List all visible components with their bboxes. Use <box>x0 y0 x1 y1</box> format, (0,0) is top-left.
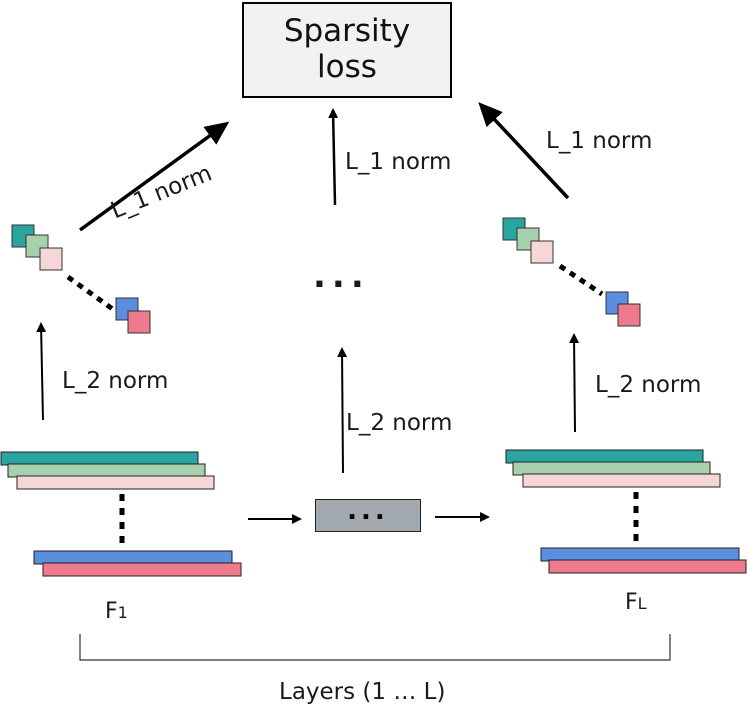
arrow-l2-middle <box>337 347 348 474</box>
square-rose <box>617 303 641 327</box>
diagonal-dots <box>558 263 604 297</box>
sparsity-loss-line1: Sparsity <box>283 13 411 50</box>
sparsity-loss-box: Sparsity loss <box>242 2 452 98</box>
feature-bar-sage <box>7 463 206 478</box>
square-pink <box>39 247 63 271</box>
layers-axis-label: Layers (1 … L) <box>279 679 446 705</box>
feature-bar-blue <box>33 550 233 565</box>
square-pink <box>530 240 554 264</box>
label-l1-middle: L_1 norm <box>345 149 452 175</box>
intermediate-layers-box: ... <box>315 495 421 532</box>
feature-bar-blue <box>540 547 740 562</box>
arrow-l1-left <box>78 121 230 232</box>
feature-bar-sage <box>512 461 711 476</box>
feature-bar-teal <box>505 449 704 464</box>
norm-vector-right <box>502 217 641 327</box>
label-l2-right: L_2 norm <box>595 372 702 398</box>
feature-label-last-sub: L <box>637 594 647 613</box>
label-l2-left: L_2 norm <box>62 368 169 394</box>
sparsity-loss-line2: loss <box>317 49 377 85</box>
feature-bar-rose <box>548 559 747 574</box>
diagonal-dots <box>66 274 116 313</box>
arrow-l1-middle <box>328 108 339 206</box>
feature-label-first: F1 <box>105 601 128 623</box>
feature-label-last-base: F <box>625 590 638 615</box>
arrow-l1-right <box>478 102 570 200</box>
norm-ellipsis: ... <box>313 256 370 296</box>
square-rose <box>127 310 151 334</box>
label-l2-middle: L_2 norm <box>346 410 453 436</box>
feature-stack-last <box>505 449 747 574</box>
arrow-l2-right <box>569 333 580 433</box>
feature-bar-pink <box>16 475 215 490</box>
feature-label-first-base: F <box>105 599 118 624</box>
label-l1-right: L_1 norm <box>546 128 653 154</box>
feature-label-first-sub: 1 <box>117 603 128 622</box>
intermediate-layers-ellipsis: ... <box>347 495 389 526</box>
feature-bar-pink <box>522 473 721 488</box>
feature-bar-rose <box>42 562 242 577</box>
feature-bar-teal <box>0 451 199 466</box>
feature-label-last: FL <box>625 592 647 614</box>
layers-bracket <box>79 634 671 661</box>
norm-vector-left <box>11 224 151 334</box>
feature-stack-first <box>0 451 242 577</box>
arrow-l2-left <box>36 322 47 421</box>
